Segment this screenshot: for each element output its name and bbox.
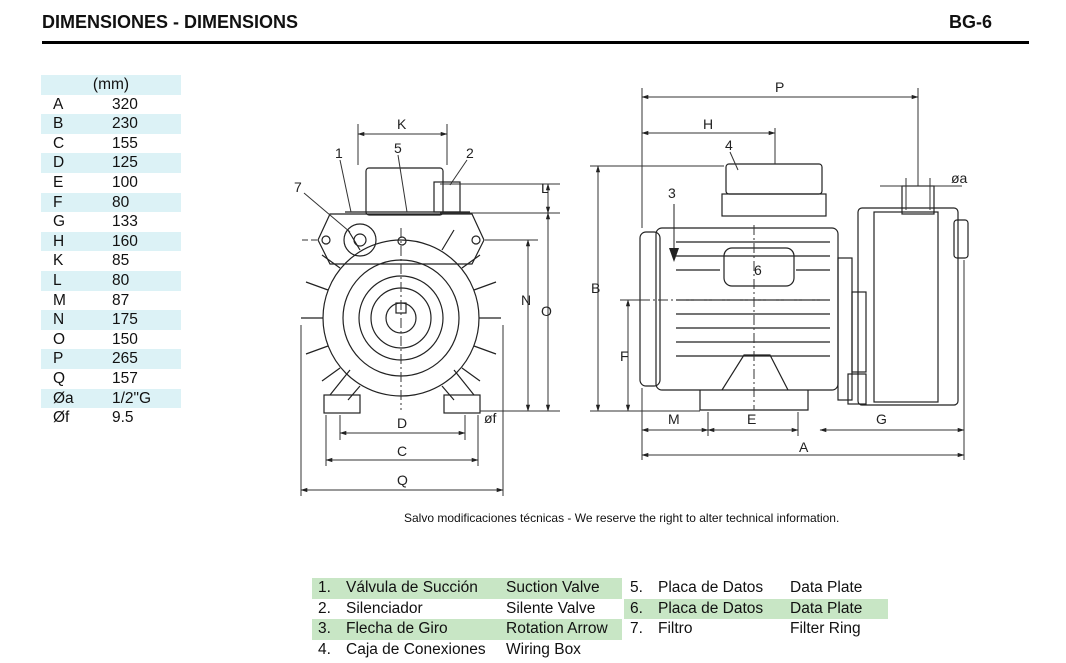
- callout-1: 1: [335, 145, 343, 161]
- callout-5: 5: [394, 140, 402, 156]
- callout-2: 2: [466, 145, 474, 161]
- drawing-labels: K L N O D C Q øf 1 5 2 7 P H B F M E G A…: [294, 79, 968, 488]
- callout-7: 7: [294, 179, 302, 195]
- callout-6: 6: [754, 262, 762, 278]
- disclaimer-note: Salvo modificaciones técnicas - We reser…: [404, 511, 840, 525]
- dim-label-m: M: [668, 411, 680, 427]
- parts-legend: 1. Válvula de Succión Suction Valve 5. P…: [312, 578, 888, 660]
- dim-label-b: B: [591, 280, 600, 296]
- title-rule: [42, 41, 1029, 44]
- dim-label-a: A: [799, 439, 809, 455]
- model-code: BG-6: [948, 12, 992, 32]
- front-view: [301, 167, 501, 414]
- dim-label-f: F: [620, 348, 629, 364]
- dim-label-n: N: [521, 292, 531, 308]
- callout-3: 3: [668, 185, 676, 201]
- dim-label-q: Q: [397, 472, 408, 488]
- dim-label-p: P: [775, 79, 784, 95]
- dim-label-l: L: [541, 180, 549, 196]
- legend-row: 3. Flecha de Giro Rotation Arrow 7. Filt…: [312, 619, 888, 640]
- legend-row: 2. Silenciador Silente Valve 6. Placa de…: [312, 598, 888, 619]
- callout-4: 4: [725, 137, 733, 153]
- dim-label-c: C: [397, 443, 407, 459]
- dim-label-e: E: [747, 411, 756, 427]
- legend-row: 1. Válvula de Succión Suction Valve 5. P…: [312, 578, 888, 599]
- dim-label-k: K: [397, 116, 407, 132]
- dim-label-o: O: [541, 303, 552, 319]
- legend-row: 4. Caja de Conexiones Wiring Box: [318, 640, 581, 658]
- dimensions-unit-header: (mm): [41, 75, 181, 95]
- dim-label-d: D: [397, 415, 407, 431]
- side-view: [639, 163, 969, 411]
- dim-label-phi-a: øa: [951, 170, 968, 186]
- page-title: DIMENSIONES - DIMENSIONS: [42, 12, 299, 32]
- dim-label-h: H: [703, 116, 713, 132]
- dim-label-g: G: [876, 411, 887, 427]
- dim-label-phi-f: øf: [484, 410, 497, 426]
